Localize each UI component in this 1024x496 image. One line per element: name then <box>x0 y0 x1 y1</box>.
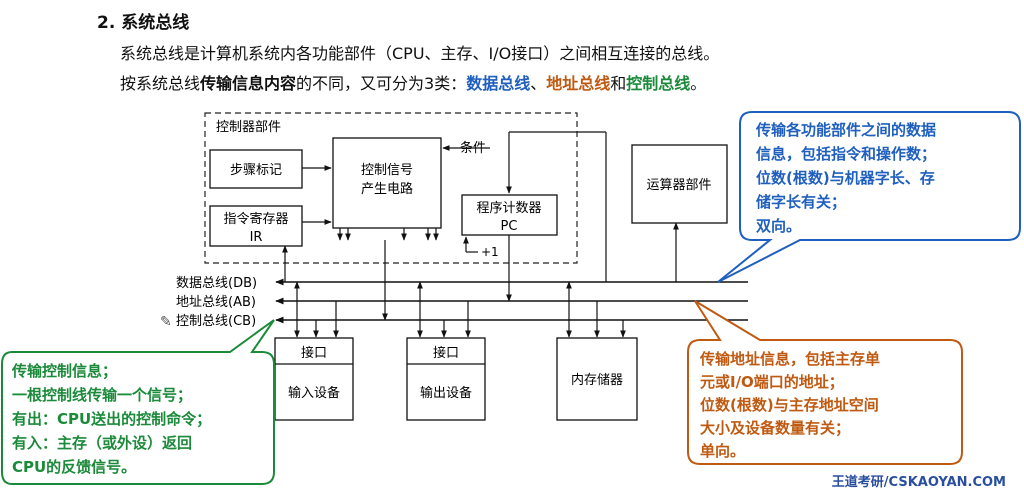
data-bus-callout <box>717 111 1021 283</box>
ir-box <box>209 205 303 247</box>
pc-label-2: PC <box>501 219 518 234</box>
ir-label-1: 指令寄存器 <box>223 211 288 227</box>
ir-label-2: IR <box>250 230 263 245</box>
classification-bold: 传输信息内容 <box>200 74 297 93</box>
ctrl-gen-label-2: 产生电路 <box>361 181 413 197</box>
input-device-label: 输入设备 <box>288 385 340 401</box>
classification-end: 。 <box>690 74 707 93</box>
input-interface-label: 接口 <box>301 345 327 361</box>
pc-label-1: 程序计数器 <box>476 201 541 216</box>
classification-mid: 的不同，又可分为3类： <box>296 74 467 93</box>
data-bus-callout-text: 传输各功能部件之间的数据 信息，包括指令和操作数； 位数(根数)与机器字长、存 … <box>755 121 941 235</box>
controller-group-box <box>204 112 578 264</box>
alu-box <box>631 144 728 224</box>
step-counter-label: 步骤标记 <box>230 163 282 178</box>
input-device-box <box>274 337 354 421</box>
ctrl-gen-box <box>332 137 442 229</box>
classification-text: 按系统总线传输信息内容的不同，又可分为3类：数据总线、地址总线和控制总线。 <box>120 70 706 94</box>
data-bus-term: 数据总线 <box>466 74 531 93</box>
sep-1: 、 <box>530 74 547 93</box>
step-counter-box <box>209 149 303 189</box>
classification-pre: 按系统总线 <box>120 74 201 93</box>
cb-label: 控制总线(CB) <box>176 314 256 329</box>
control-bus-callout-text: 传输控制信息； 一根控制线传输一个信号； 有出：CPU送出的控制命令； 有入：主… <box>11 362 216 476</box>
pencil-icon: ✎ <box>160 314 172 330</box>
alu-label: 运算器部件 <box>646 178 711 193</box>
ctrl-gen-label-1: 控制信号 <box>361 163 413 178</box>
memory-label: 内存储器 <box>571 372 623 388</box>
plus-one-label: +1 <box>481 245 499 259</box>
section-heading: 2. 系统总线 <box>97 13 190 33</box>
watermark: 王道考研/CSKAOYAN.COM <box>831 475 1006 490</box>
control-bus-term: 控制总线 <box>626 74 691 93</box>
ab-label: 地址总线(AB) <box>176 295 256 310</box>
pc-box <box>461 194 558 236</box>
definition-text: 系统总线是计算机系统内各功能部件（CPU、主存、I/O接口）之间相互连接的总线。 <box>120 44 720 63</box>
output-device-label: 输出设备 <box>420 385 472 401</box>
address-bus-callout <box>687 300 963 465</box>
control-bus-callout <box>1 319 275 485</box>
address-bus-term: 地址总线 <box>546 74 611 93</box>
controller-group-label: 控制器部件 <box>216 120 281 135</box>
memory-box <box>556 337 638 421</box>
output-interface-label: 接口 <box>433 345 459 361</box>
output-device-box <box>406 337 486 421</box>
address-bus-callout-text: 传输地址信息，包括主存单 元或I/O端口的地址； 位数(根数)与主存地址空间 大… <box>699 350 885 460</box>
db-label: 数据总线(DB) <box>176 276 257 291</box>
sep-2: 和 <box>610 74 627 93</box>
